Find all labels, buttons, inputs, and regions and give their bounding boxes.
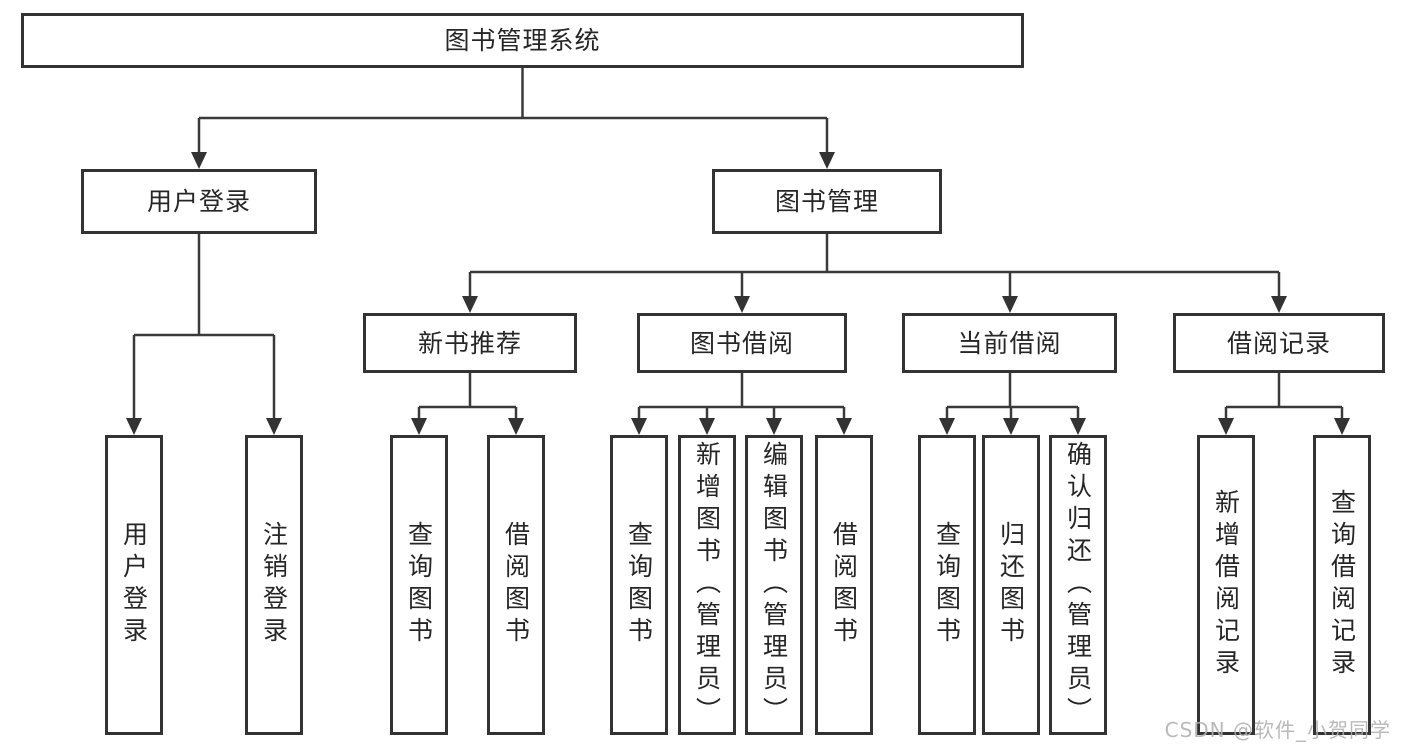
watermark: CSDN @软件_小贺同学 xyxy=(1164,718,1391,742)
node-book-management: 图书管理 xyxy=(712,169,942,234)
leaf-query-books-borrow: 查询图书 xyxy=(610,435,668,735)
leaf-borrow-books-recommend: 借阅图书 xyxy=(487,435,545,735)
leaf-add-borrow-record: 新增借阅记录 xyxy=(1197,435,1255,735)
node-borrow-records: 借阅记录 xyxy=(1173,313,1385,373)
leaf-confirm-return-admin: 确认归还（管理员） xyxy=(1049,435,1107,735)
leaf-logout: 注销登录 xyxy=(245,435,303,735)
arrow-down-icon xyxy=(1002,296,1018,313)
arrow-down-icon xyxy=(126,418,142,435)
leaf-query-books-current: 查询图书 xyxy=(918,435,976,735)
arrow-down-icon xyxy=(1003,418,1019,435)
arrow-down-icon xyxy=(1271,296,1287,313)
arrow-down-icon xyxy=(766,418,782,435)
arrow-down-icon xyxy=(819,152,835,169)
arrow-down-icon xyxy=(462,296,478,313)
arrow-down-icon xyxy=(734,296,750,313)
arrow-down-icon xyxy=(1218,418,1234,435)
leaf-user-login: 用户登录 xyxy=(105,435,163,735)
arrow-down-icon xyxy=(836,418,852,435)
arrow-down-icon xyxy=(191,152,207,169)
node-library-management-system: 图书管理系统 xyxy=(21,13,1024,68)
leaf-edit-book-admin: 编辑图书（管理员） xyxy=(745,435,803,735)
arrow-down-icon xyxy=(699,418,715,435)
arrow-down-icon xyxy=(508,418,524,435)
node-current-borrow: 当前借阅 xyxy=(902,313,1117,373)
arrow-down-icon xyxy=(939,418,955,435)
leaf-query-books-recommend: 查询图书 xyxy=(390,435,448,735)
arrow-down-icon xyxy=(411,418,427,435)
leaf-add-book-admin: 新增图书（管理员） xyxy=(678,435,736,735)
arrow-down-icon xyxy=(266,418,282,435)
leaf-borrow-books: 借阅图书 xyxy=(815,435,873,735)
arrow-down-icon xyxy=(1070,418,1086,435)
arrow-down-icon xyxy=(631,418,647,435)
node-book-borrow: 图书借阅 xyxy=(637,313,847,373)
leaf-return-book: 归还图书 xyxy=(982,435,1040,735)
node-new-book-recommend: 新书推荐 xyxy=(363,313,577,373)
leaf-query-borrow-record: 查询借阅记录 xyxy=(1313,435,1371,735)
node-user-login: 用户登录 xyxy=(81,169,317,234)
arrow-down-icon xyxy=(1334,418,1350,435)
